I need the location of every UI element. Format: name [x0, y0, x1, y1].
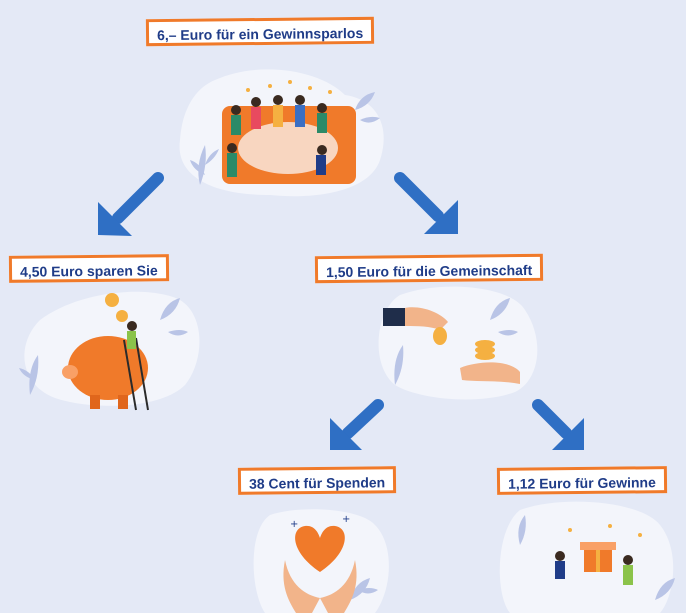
arrows: [98, 172, 584, 450]
arrow-right-to-spenden: [330, 399, 384, 450]
celebrating-people-icon: [227, 95, 327, 177]
lottery-ticket-illustration: [179, 69, 384, 197]
arrow-root-to-right: [394, 172, 458, 234]
root-label: 6,– Euro für ein Gewinnsparlos: [145, 16, 375, 47]
donations-label: 38 Cent für Spenden: [237, 466, 397, 495]
prizes-illustration: [499, 501, 675, 613]
left-hand-icon: [283, 560, 320, 613]
person-icon: [623, 565, 633, 585]
piggy-bank-icon: [68, 336, 148, 400]
person-icon: [555, 561, 565, 579]
arrow-root-to-left: [98, 172, 164, 236]
hands-coins-illustration: [378, 286, 538, 400]
heart-hands-illustration: + +: [253, 509, 389, 613]
prizes-label: 1,12 Euro für Gewinne: [496, 466, 667, 495]
savings-label: 4,50 Euro sparen Sie: [8, 254, 169, 283]
leaf-decoration-icon: [394, 298, 518, 385]
community-label: 1,50 Euro für die Gemeinschaft: [314, 253, 544, 284]
receiving-hand-icon: [460, 362, 520, 384]
leaf-decoration-icon: [19, 298, 188, 395]
right-hand-icon: [320, 560, 357, 613]
sleeve-icon: [383, 308, 405, 326]
heart-icon: [295, 525, 345, 572]
coin-icon: [433, 327, 447, 345]
leaf-decoration-icon: [518, 515, 675, 600]
svg-text:+: +: [342, 514, 350, 525]
piggy-bank-illustration: [19, 291, 200, 411]
leaf-decoration-icon: [350, 578, 378, 600]
arrow-right-to-gewinne: [532, 399, 584, 450]
leaf-decoration-icon: [190, 92, 380, 185]
giving-hand-icon: [405, 307, 448, 330]
svg-text:+: +: [290, 519, 298, 530]
